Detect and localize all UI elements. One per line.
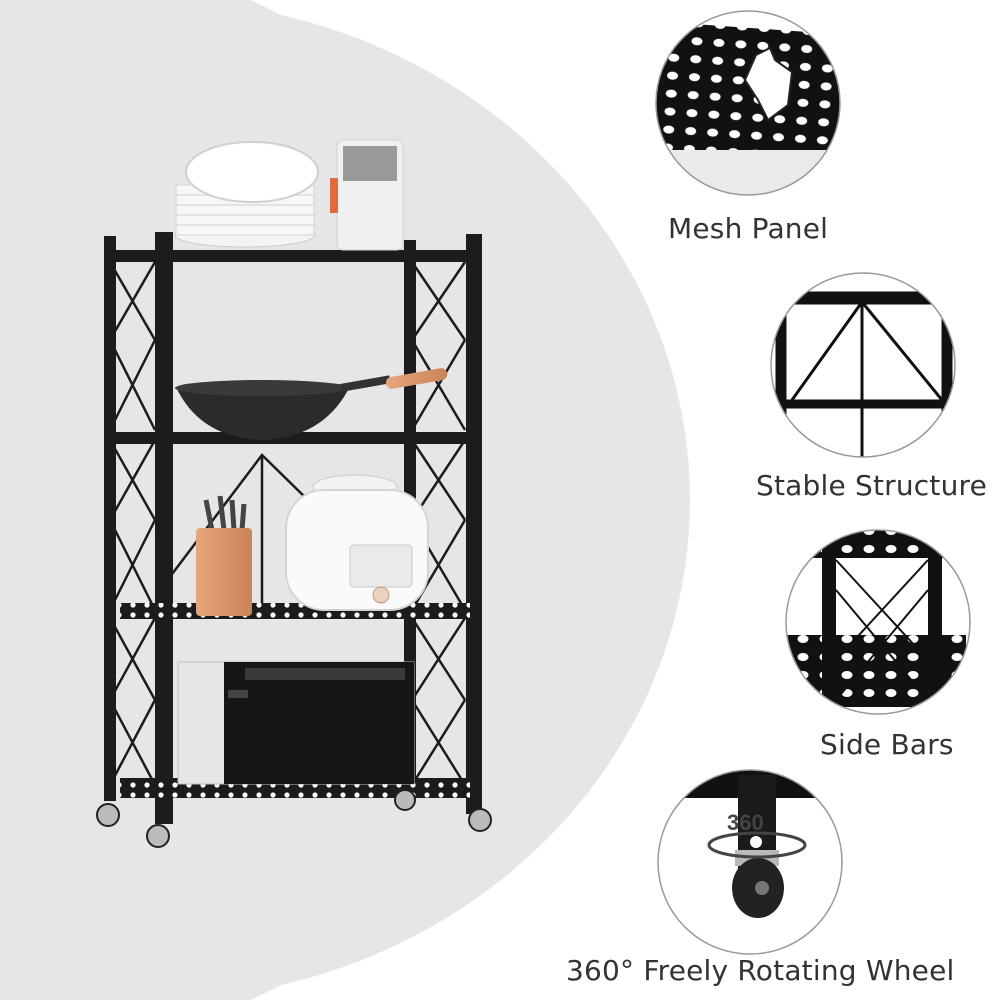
wok — [175, 368, 448, 440]
stable-structure-label: Stable Structure — [756, 469, 988, 502]
microwave — [177, 661, 415, 785]
mesh-panel-label: Mesh Panel — [668, 212, 829, 245]
side-bars-detail — [785, 529, 971, 715]
wheel-label: 360° Freely Rotating Wheel — [566, 954, 955, 987]
mesh-panel-detail — [655, 10, 841, 196]
rice-cooker — [285, 474, 429, 611]
stable-structure-detail — [770, 272, 956, 458]
wheel-detail: 360 — [657, 769, 843, 955]
side-bars-label: Side Bars — [820, 728, 954, 761]
plates — [174, 141, 319, 248]
knife-holder — [330, 139, 404, 251]
rotation-badge: 360 — [727, 810, 764, 835]
knife-block — [196, 495, 252, 616]
